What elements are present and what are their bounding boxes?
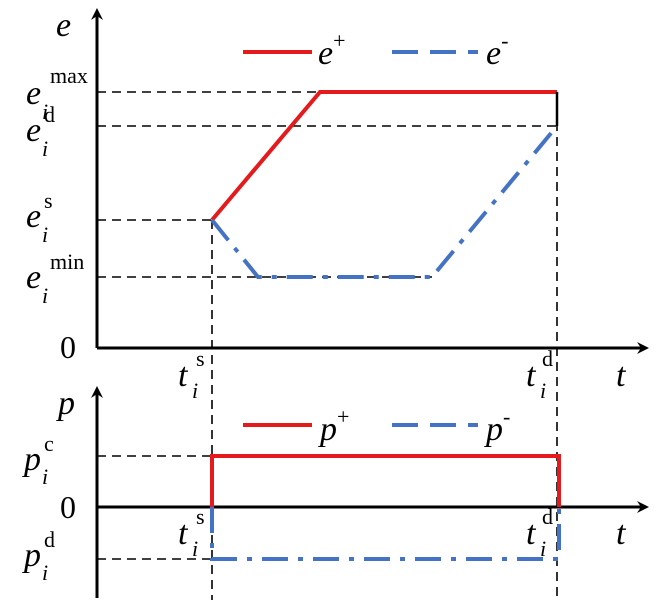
svg-text:i: i [192, 536, 198, 561]
energy-discharging-curve [210, 124, 559, 279]
ts-label-top: t s i [178, 346, 205, 403]
svg-text:e: e [26, 112, 41, 149]
svg-text:i: i [42, 99, 48, 124]
td-label-top: t d i [526, 346, 553, 403]
svg-text:i: i [42, 222, 48, 247]
power-origin-label: 0 [60, 489, 76, 525]
svg-text:i: i [42, 560, 48, 585]
svg-text:c: c [44, 431, 54, 456]
svg-text:i: i [42, 136, 48, 161]
emin-label: e min i [26, 249, 84, 308]
energy-panel: e+ e- e 0 t e max i e d i e s i e min i [26, 7, 649, 600]
power-panel: p+ p- p 0 t p c i p d i t s i t d i [22, 385, 649, 598]
svg-text:s: s [44, 188, 53, 213]
svg-text:d: d [542, 346, 553, 371]
pd-label: p d i [22, 527, 55, 585]
emax-label: e max i [26, 63, 88, 124]
svg-text:e: e [26, 198, 41, 235]
svg-text:s: s [196, 346, 205, 371]
es-label: e s i [26, 188, 53, 247]
legend-p-plus-label: p+ [318, 404, 349, 448]
legend-p-minus-label: p- [484, 404, 510, 448]
energy-axis-label: e [56, 7, 71, 44]
svg-text:t: t [178, 357, 189, 394]
svg-text:i: i [42, 464, 48, 489]
svg-text:t: t [526, 357, 537, 394]
svg-text:t: t [526, 515, 537, 552]
pc-label: p c i [22, 431, 54, 489]
energy-charging-curve [210, 90, 557, 222]
td-label-bottom: t d i [526, 504, 553, 561]
ts-label-bottom: t s i [178, 504, 205, 561]
svg-text:d: d [44, 527, 55, 552]
svg-text:e: e [26, 75, 41, 112]
svg-text:i: i [540, 536, 546, 561]
ed-label: e d i [26, 102, 55, 161]
energy-time-axis-label: t [616, 357, 627, 394]
svg-text:s: s [196, 504, 205, 529]
svg-text:max: max [50, 63, 88, 88]
power-discharging-curve [210, 507, 561, 561]
power-charging-curve [210, 454, 561, 507]
svg-text:t: t [178, 515, 189, 552]
power-axis-label: p [56, 385, 75, 422]
svg-text:d: d [542, 504, 553, 529]
svg-text:d: d [44, 102, 55, 127]
svg-text:i: i [540, 378, 546, 403]
svg-text:min: min [50, 249, 84, 274]
energy-origin-label: 0 [60, 329, 76, 365]
legend-e-minus-label: e- [486, 28, 508, 72]
legend-e-plus-label: e+ [318, 28, 346, 72]
svg-text:i: i [42, 283, 48, 308]
svg-text:p: p [22, 537, 41, 574]
svg-text:p: p [22, 441, 41, 478]
svg-text:e: e [26, 259, 41, 296]
power-time-axis-label: t [616, 515, 627, 552]
svg-text:i: i [192, 378, 198, 403]
